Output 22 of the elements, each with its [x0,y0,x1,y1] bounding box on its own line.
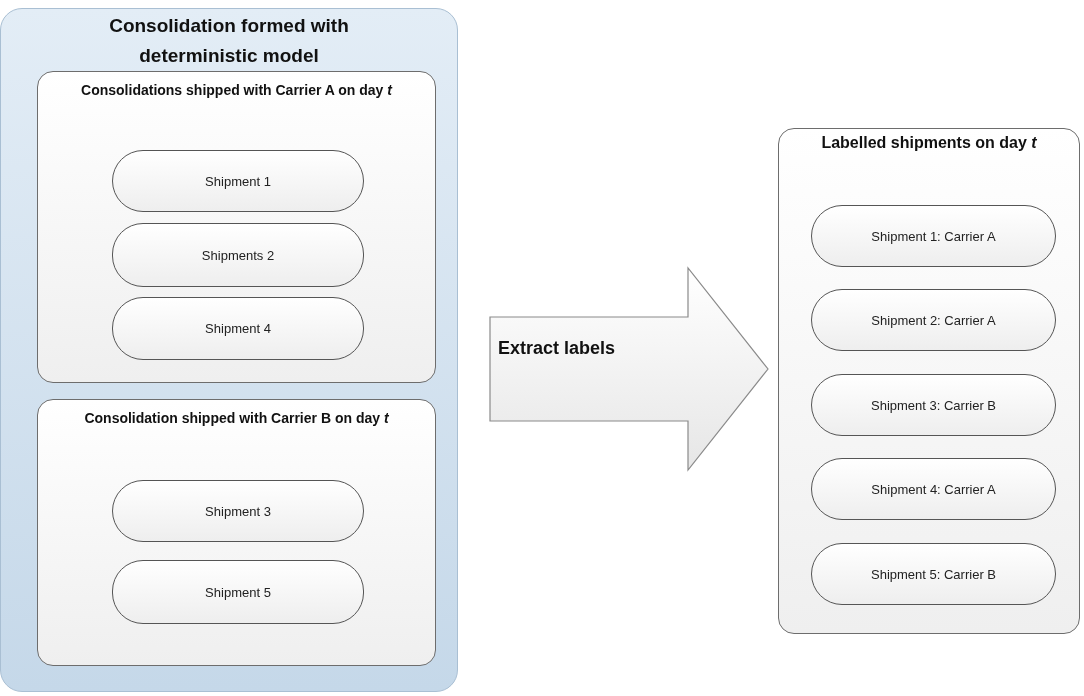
node-label: Shipment 1 [205,172,271,190]
node-label: Shipment 5: Carrier B [871,565,996,583]
edge-label: Extract labels [498,337,616,360]
node-label: Shipment 4 [205,320,271,337]
group-box [778,128,1080,634]
node-label: Shipment 4: Carrier A [871,480,996,498]
group-box [37,399,436,666]
rounded-box [112,223,364,287]
node-label: Shipment 2: Carrier A [871,311,996,329]
node-label: Shipment 3: Carrier B [871,396,996,414]
node-label: Consolidations shipped with Carrier A on day t [80,81,394,99]
node-label: Shipment 5 [205,583,271,601]
node-label: Shipment 1: Carrier A [871,227,996,245]
node-label: Labelled shipments on day t [820,133,1038,153]
container-panel [0,8,458,692]
node-label: Consolidation formed with deterministic model [108,14,350,68]
group-box [37,71,436,383]
node-label: Shipments 2 [201,246,275,264]
node-label: Shipment 3 [205,502,271,520]
rounded-box [112,560,364,624]
block-arrow [489,266,769,472]
node-label: Consolidation shipped with Carrier B on day t [83,409,390,427]
